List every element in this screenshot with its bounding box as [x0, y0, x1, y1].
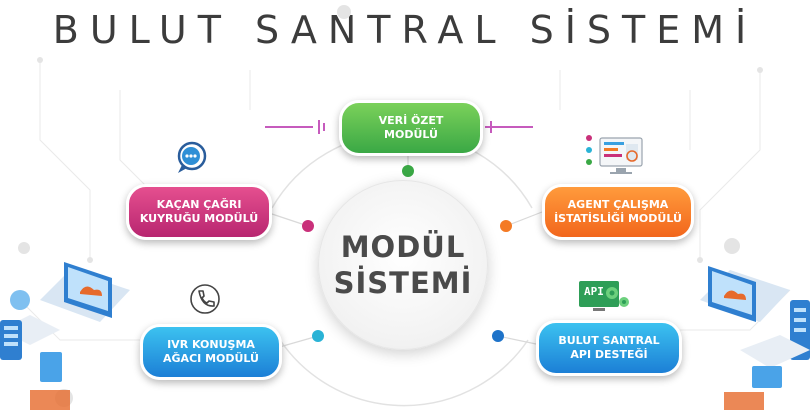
module-api-line2: API DESTEĞİ — [570, 348, 648, 361]
module-api-line1: BULUT SANTRAL — [558, 334, 660, 347]
teal-dot-left — [312, 330, 324, 342]
chat-bubble-icon — [177, 141, 207, 173]
api-icon-label: API — [584, 285, 604, 298]
api-icon: API — [578, 280, 630, 314]
module-kacan-cagri-line1: KAÇAN ÇAĞRI — [156, 198, 242, 211]
laptop-left-illustration — [0, 262, 130, 410]
page-title: BULUT SANTRAL SİSTEMİ — [52, 8, 758, 52]
module-veri-ozet[interactable]: VERİ ÖZET MODÜLÜ — [339, 100, 483, 156]
laptop-right-illustration — [700, 266, 810, 410]
module-ivr-line1: IVR KONUŞMA — [167, 338, 255, 351]
green-dot — [402, 165, 414, 177]
center-label-line1: MODÜL — [340, 230, 466, 264]
module-ivr-line2: AĞACI MODÜLÜ — [163, 352, 259, 365]
module-kacan-cagri-line2: KUYRUĞU MODÜLÜ — [139, 212, 259, 225]
center-module-circle: MODÜL SİSTEMİ — [318, 180, 488, 350]
phone-icon — [190, 284, 220, 314]
module-agent-line2: İSTATİSLİĞİ MODÜLÜ — [554, 212, 682, 225]
module-agent-calisma[interactable]: AGENT ÇALIŞMA İSTATİSLİĞİ MODÜLÜ — [542, 184, 694, 240]
center-label-line2: SİSTEMİ — [333, 266, 473, 300]
module-api[interactable]: BULUT SANTRAL API DESTEĞİ — [536, 320, 682, 376]
module-ivr[interactable]: IVR KONUŞMA AĞACI MODÜLÜ — [140, 324, 282, 380]
pink-dot — [302, 220, 314, 232]
module-veri-ozet-line1: VERİ ÖZET — [378, 114, 444, 127]
orange-dot — [500, 220, 512, 232]
monitor-statistics-icon — [586, 135, 643, 174]
module-kacan-cagri[interactable]: KAÇAN ÇAĞRI KUYRUĞU MODÜLÜ — [126, 184, 272, 240]
module-veri-ozet-line2: MODÜLÜ — [384, 128, 438, 141]
module-agent-line1: AGENT ÇALIŞMA — [567, 198, 669, 211]
blue-dot-right — [492, 330, 504, 342]
